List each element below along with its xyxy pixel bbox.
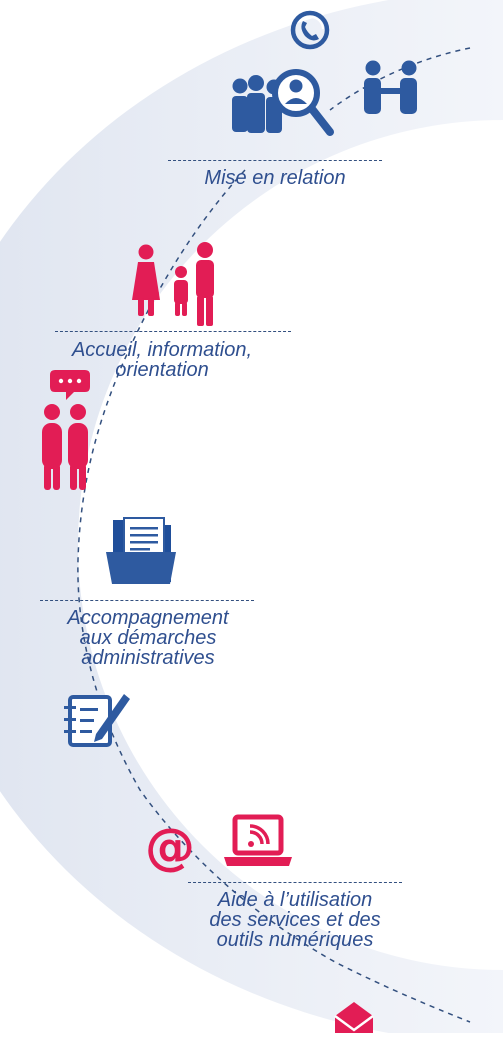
label-line: Mise en relation — [204, 167, 346, 189]
separator-4 — [188, 882, 402, 883]
label-line: outils numériques — [216, 929, 374, 951]
at-sign-icon: @ — [145, 818, 195, 876]
family-icon — [132, 242, 214, 326]
label-line: Accueil, information, — [71, 339, 253, 361]
couple-icon — [42, 404, 88, 490]
label-line: aux démarches — [79, 627, 217, 649]
dashed-path — [77, 47, 471, 1023]
label-line: Accompagnement — [67, 607, 229, 629]
separator-1 — [168, 160, 382, 161]
label-line: orientation — [115, 359, 209, 381]
form-pencil-icon — [64, 694, 130, 747]
label-line: Aide à l’utilisation — [217, 889, 373, 911]
folder-documents-icon — [106, 517, 176, 584]
label-line: administratives — [81, 647, 215, 669]
speech-bubble-icon — [50, 370, 90, 400]
envelope-icon — [334, 1002, 374, 1033]
separator-2 — [55, 331, 291, 332]
magnifier-icon — [272, 69, 334, 136]
laptop-wifi-icon — [224, 814, 292, 866]
separator-3 — [40, 600, 254, 601]
label-mise-en-relation: Mise en relation — [155, 168, 395, 188]
label-accueil-information-orientation: Accueil, information,orientation — [32, 340, 292, 380]
handshake-icon — [364, 60, 417, 114]
label-line: des services et des — [209, 909, 381, 931]
phone-icon — [290, 10, 330, 50]
